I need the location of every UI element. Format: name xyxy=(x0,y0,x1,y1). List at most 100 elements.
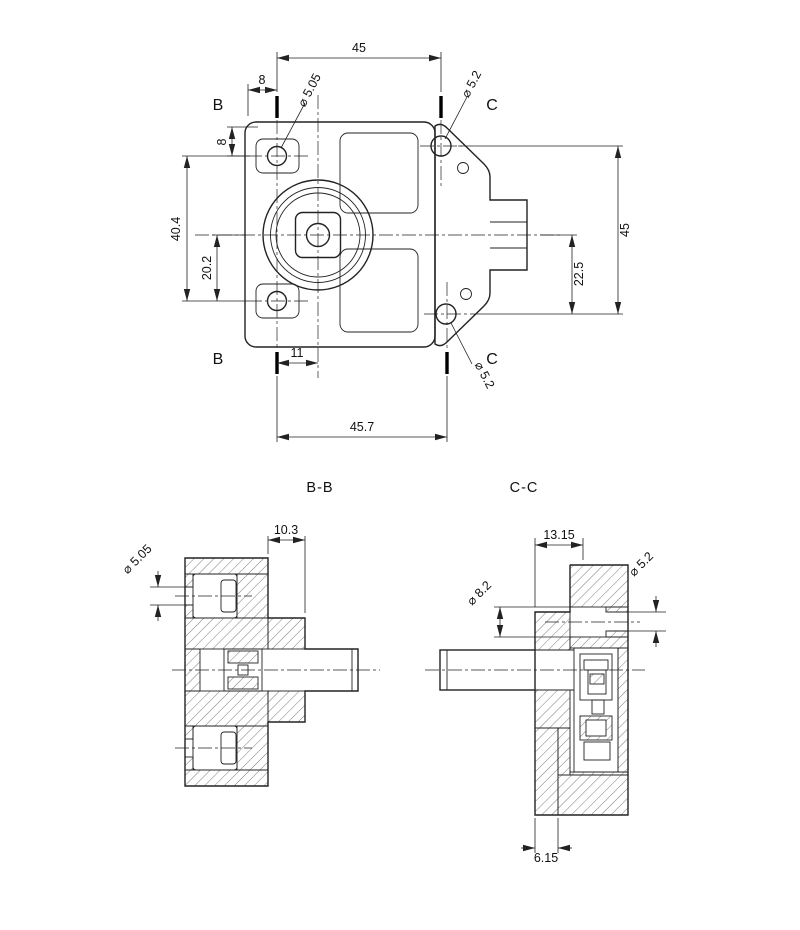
dimension-value: 10.3 xyxy=(274,523,298,537)
extension-lines xyxy=(608,611,666,632)
hatch-region xyxy=(534,611,571,651)
hatch-region xyxy=(267,690,306,723)
hatch-region xyxy=(184,557,269,575)
dimension-value: 8 xyxy=(259,73,266,87)
section-title-bb: B-B xyxy=(306,480,333,496)
section-perimeter xyxy=(184,557,359,787)
dimension-value: 40.4 xyxy=(169,217,183,241)
dimension-value: 13.15 xyxy=(543,528,574,542)
section-view-cc: C-C xyxy=(425,480,666,865)
dimension-value: 20.2 xyxy=(200,256,214,280)
leader-line xyxy=(450,322,473,365)
part-geometry xyxy=(244,121,528,348)
hatch-region xyxy=(184,769,269,787)
leader-hole-dia-top-left: ⌀ 5.05 xyxy=(280,71,324,149)
hatch-region xyxy=(184,604,194,619)
hatch-region xyxy=(184,573,194,588)
hatch-region xyxy=(605,630,629,638)
section-title-cc: C-C xyxy=(510,480,539,496)
dim-bottom-width: 6.15 xyxy=(521,818,572,865)
hatch-region xyxy=(534,727,559,816)
dimension-value: 22.5 xyxy=(572,262,586,286)
extension-lines xyxy=(182,155,248,302)
hatch-region xyxy=(236,573,269,619)
dim-top-width: 13.15 xyxy=(534,528,584,607)
dim-boss-depth: 10.3 xyxy=(267,523,306,613)
section-perimeter xyxy=(534,564,629,816)
hatch-region xyxy=(267,617,306,650)
section-view-bb: B-B xyxy=(120,480,380,787)
lower-insert xyxy=(583,741,611,761)
dim-edge-offset-top: 8 xyxy=(247,73,277,116)
leader-line xyxy=(280,102,306,149)
dim-width-top: 45 xyxy=(276,41,442,92)
hatch-region xyxy=(557,774,629,816)
dimension-value: ⌀ 8.2 xyxy=(464,578,494,608)
section-perimeter-upper xyxy=(534,565,571,650)
cavity-outline xyxy=(573,647,619,773)
connector-pin xyxy=(591,699,605,715)
hatch-region xyxy=(184,756,194,771)
hole-bottom-right-small xyxy=(460,288,472,300)
dimension-value: ⌀ 5.2 xyxy=(626,549,656,579)
pocket-bottom xyxy=(339,248,419,333)
section-label-b-bottom: B xyxy=(213,351,224,368)
dimension-value: ⌀ 5.2 xyxy=(459,68,485,100)
extension-lines xyxy=(534,538,584,607)
internal-features xyxy=(192,573,353,771)
section-label-b-top: B xyxy=(213,97,224,114)
dimension-value: 6.15 xyxy=(534,851,558,865)
dimension-value: 45.7 xyxy=(350,420,374,434)
dimension-value: 11 xyxy=(291,346,304,360)
main-body-outline xyxy=(244,121,436,348)
lower-block-slot xyxy=(585,719,607,737)
right-extension-outline xyxy=(434,123,528,347)
dim-center-height-right: 22.5 xyxy=(540,234,586,314)
hatch-region xyxy=(184,725,194,740)
hatch-region xyxy=(605,606,629,613)
hatch-region xyxy=(236,725,269,771)
dim-width-bottom: 45.7 xyxy=(276,376,448,442)
hatch-region xyxy=(184,617,269,650)
leader-line xyxy=(444,96,468,140)
hatch-region xyxy=(557,727,571,776)
centerlines xyxy=(425,621,645,671)
pocket-top xyxy=(339,132,419,214)
section-label-c-top: C xyxy=(486,97,498,114)
extension-lines xyxy=(494,606,572,638)
hatch-region xyxy=(534,689,571,729)
dimension-value: ⌀ 5.05 xyxy=(295,71,324,109)
hatch-region xyxy=(569,771,629,776)
hatch-region xyxy=(569,564,629,608)
extension-lines xyxy=(458,145,623,315)
extension-lines xyxy=(534,818,559,853)
dimension-value: 45 xyxy=(618,223,632,237)
hatch-region xyxy=(569,636,629,649)
front-view: B B C C 45 8 8 40.4 20.2 xyxy=(169,41,632,442)
bore-lines xyxy=(535,649,574,691)
dim-height-left: 40.4 xyxy=(169,155,248,302)
bearing-race-top xyxy=(227,650,259,664)
dim-center-height-left: 20.2 xyxy=(200,234,246,301)
dimension-value: 8 xyxy=(215,138,229,145)
dimension-value: ⌀ 5.05 xyxy=(120,542,155,577)
extension-lines xyxy=(267,536,306,613)
centerlines xyxy=(172,595,380,749)
dim-center-offset-bottom: 11 xyxy=(277,346,318,367)
hole-top-right-small xyxy=(457,162,469,174)
centerlines xyxy=(195,95,562,378)
connector-core xyxy=(589,673,605,685)
right-tab-internal-lines xyxy=(490,221,527,249)
dim-edge-offset-left: 8 xyxy=(215,126,258,157)
connector-step xyxy=(583,659,609,671)
dim-height-right: 45 xyxy=(458,145,632,315)
hatch-region xyxy=(184,690,269,727)
dim-hole-dia-bb: ⌀ 5.05 xyxy=(120,542,192,621)
bearing-race-bottom xyxy=(227,676,259,690)
hatch-region xyxy=(617,647,629,773)
internal-features xyxy=(446,647,619,773)
section-label-c-bottom: C xyxy=(486,351,498,368)
dimension-value: 45 xyxy=(352,41,366,55)
extension-lines xyxy=(276,376,448,442)
